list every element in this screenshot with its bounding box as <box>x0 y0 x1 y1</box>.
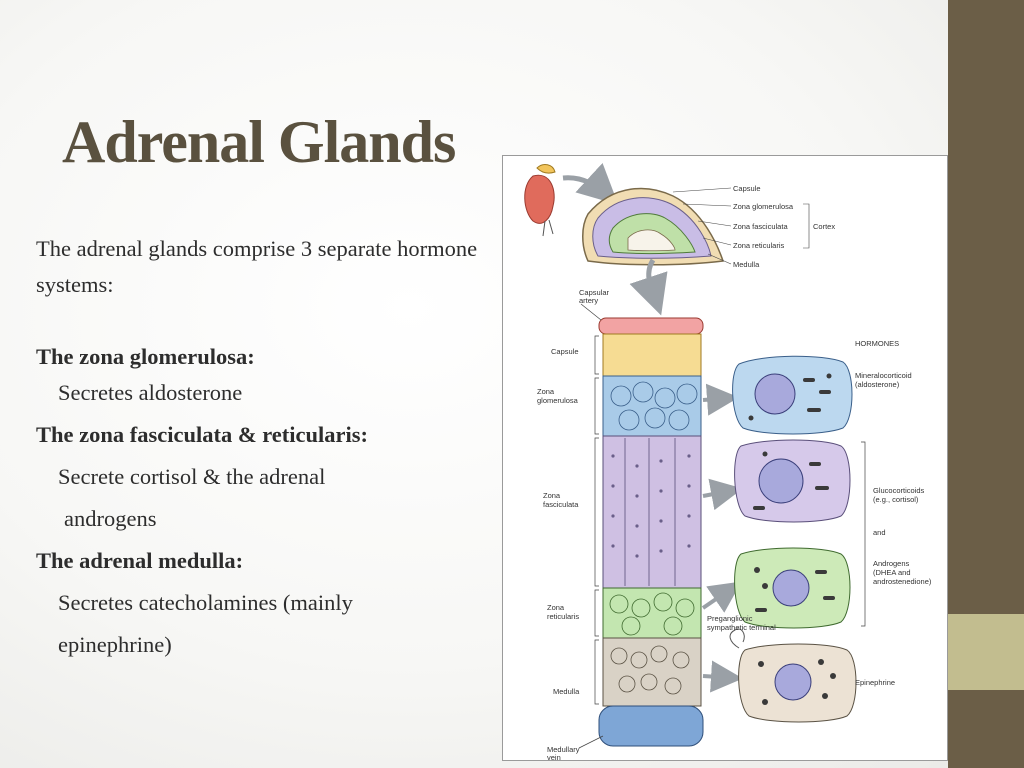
gland-cross-section <box>582 187 725 266</box>
arrow-fasciculata-cell <box>702 478 743 511</box>
label-zona-reticularis-left-2: reticularis <box>547 612 579 621</box>
slide-body: The adrenal glands comprise 3 separate h… <box>36 231 486 663</box>
label-zona-glomerulosa-top: Zona glomerulosa <box>733 202 794 211</box>
cell-fasciculata <box>734 439 851 523</box>
label-medullary-1: Medullary <box>547 745 580 754</box>
label-preganglionic-1: Preganglionic <box>707 614 753 623</box>
label-capsule-left: Capsule <box>551 347 579 356</box>
cell-glomerulosa <box>732 355 853 435</box>
slide-title: Adrenal Glands <box>62 109 456 175</box>
label-zona-fasciculata-left-1: Zona <box>543 491 561 500</box>
adrenal-cortex-diagram: Capsule Zona glomerulosa Zona fasciculat… <box>502 155 948 761</box>
arrow-kidney-to-gland <box>562 162 619 205</box>
left-brackets <box>578 303 604 749</box>
tissue-column <box>598 317 704 747</box>
label-androgens-3: androstenedione) <box>873 577 932 586</box>
cell-reticularis <box>734 547 851 629</box>
text-secretes-catecholamines: Secretes catecholamines (mainly <box>58 590 353 615</box>
label-medullary-2: vein <box>547 753 561 761</box>
heading-adrenal-medulla: The adrenal medulla: <box>36 548 244 573</box>
label-mineralocorticoid-2: (aldosterone) <box>855 380 900 389</box>
label-zona-glomerulosa-left-1: Zona <box>537 387 555 396</box>
label-and: and <box>873 528 886 537</box>
arrow-glomerulosa-cell <box>702 383 739 416</box>
label-zona-reticularis-top: Zona reticularis <box>733 241 785 250</box>
label-epinephrine: Epinephrine <box>855 678 895 687</box>
label-zona-glomerulosa-left-2: glomerulosa <box>537 396 579 405</box>
label-glucocorticoids-2: (e.g., cortisol) <box>873 495 919 504</box>
cell-medulla <box>729 628 857 723</box>
label-cortex: Cortex <box>813 222 835 231</box>
arrow-reticularis-cell <box>701 581 742 613</box>
bracket-glucocorticoids <box>861 441 866 627</box>
text-secretes-aldosterone: Secretes aldosterone <box>58 380 243 405</box>
sidebar-accent-block <box>948 614 1024 690</box>
text-androgens: androgens <box>64 506 157 531</box>
label-mineralocorticoid-1: Mineralocorticoid <box>855 371 912 380</box>
heading-zona-fasciculata-reticularis: The zona fasciculata & reticularis: <box>36 422 369 447</box>
text-epinephrine: epinephrine) <box>58 632 172 657</box>
label-zona-fasciculata-left-2: fasciculata <box>543 500 579 509</box>
heading-zona-glomerulosa: The zona glomerulosa: <box>36 344 255 369</box>
label-zona-reticularis-left-1: Zona <box>547 603 565 612</box>
label-capsule-top: Capsule <box>733 184 761 193</box>
label-capsular-artery-2: artery <box>579 296 598 305</box>
label-androgens-1: Androgens <box>873 559 910 568</box>
top-label-leaders <box>672 187 810 265</box>
label-glucocorticoids-1: Glucocorticoids <box>873 486 925 495</box>
label-capsular-artery-1: Capsular <box>579 288 610 297</box>
text-secrete-cortisol: Secrete cortisol & the adrenal <box>58 464 326 489</box>
label-hormones: HORMONES <box>855 339 899 348</box>
label-preganglionic-2: sympathetic terminal <box>707 623 776 632</box>
label-androgens-2: (DHEA and <box>873 568 911 577</box>
label-medulla-top: Medulla <box>733 260 760 269</box>
arrow-gland-to-column <box>629 258 668 316</box>
intro-text: The adrenal glands comprise 3 separate h… <box>36 236 478 297</box>
label-medulla-left: Medulla <box>553 687 580 696</box>
arrow-medulla-cell <box>702 660 743 693</box>
label-zona-fasciculata-top: Zona fasciculata <box>733 222 788 231</box>
kidney-illustration <box>524 164 556 237</box>
